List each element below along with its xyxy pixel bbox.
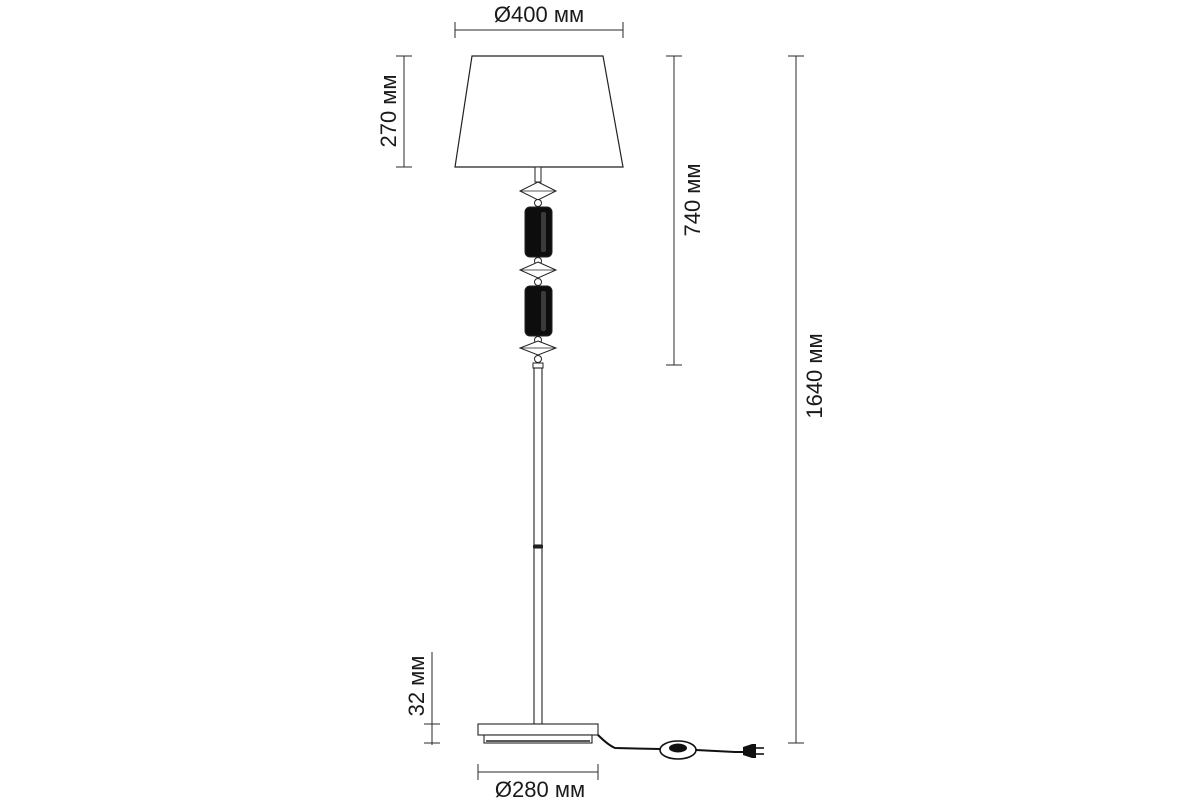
dim-base-diameter-label: Ø280 мм	[495, 777, 585, 800]
dark-glass-highlight-1	[541, 212, 546, 252]
dim-upper-section-height-label: 740 мм	[680, 163, 705, 236]
dark-glass-highlight-2	[541, 291, 546, 331]
base-bottom-plate	[483, 734, 593, 744]
lamp-stem-lower	[533, 547, 543, 725]
lamp-shade	[454, 55, 624, 168]
dim-shade-height: 270 мм	[376, 55, 412, 168]
lamp-stem-upper	[533, 367, 543, 546]
power-cord	[597, 734, 661, 750]
power-cord-end	[695, 749, 743, 753]
dim-base-diameter: Ø280 мм	[477, 764, 599, 800]
dim-total-height-label: 1640 мм	[802, 333, 827, 418]
stem-collar	[532, 362, 544, 369]
bead-5	[534, 355, 542, 363]
dim-upper-section-height: 740 мм	[666, 55, 705, 366]
bead-1	[534, 199, 542, 207]
dark-glass-segment-2	[524, 285, 553, 337]
bead-3	[534, 278, 542, 286]
shade-holder	[534, 166, 542, 183]
stem-joint	[533, 545, 543, 548]
dim-shade-height-label: 270 мм	[376, 74, 401, 147]
dim-base-height: 32 мм	[404, 652, 440, 745]
dark-glass-segment-1	[524, 206, 553, 258]
dim-shade-diameter-label: Ø400 мм	[494, 2, 584, 27]
foot-switch-button	[669, 743, 687, 753]
dim-shade-diameter: Ø400 мм	[454, 2, 624, 38]
dim-base-height-label: 32 мм	[404, 656, 429, 717]
base-top-plate	[477, 723, 599, 736]
plug-body	[743, 744, 756, 758]
dim-total-height: 1640 мм	[788, 55, 827, 744]
lamp-drawing	[454, 55, 764, 760]
